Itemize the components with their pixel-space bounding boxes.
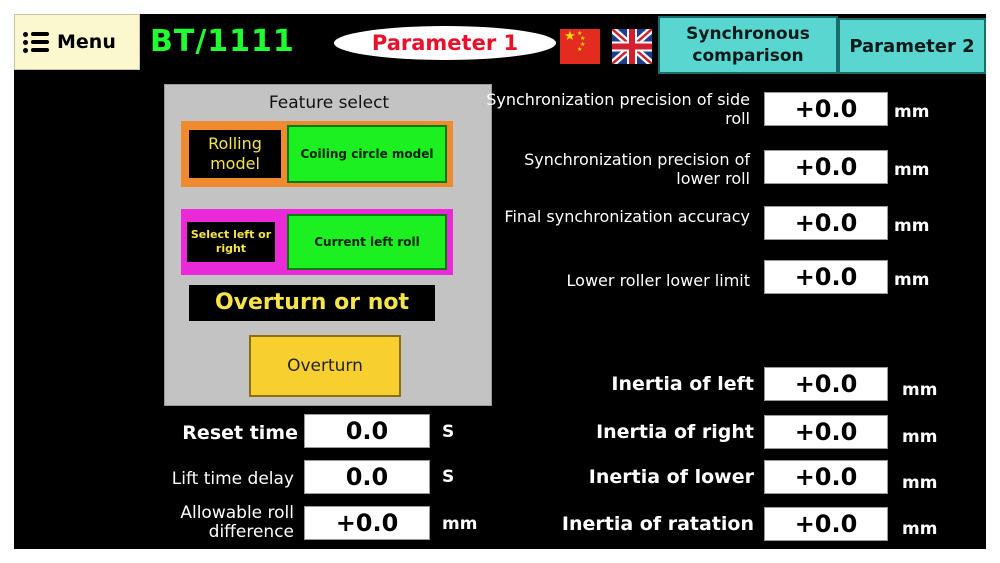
final-sync-accuracy-field[interactable]: +0.0 <box>764 206 888 240</box>
rolling-model-label: Rolling model <box>189 130 281 178</box>
inertia-rotation-label: Inertia of ratation <box>561 513 754 535</box>
feature-select-panel: Feature select Rolling model Coiling cir… <box>164 84 492 406</box>
menu-label: Menu <box>57 31 116 53</box>
inertia-left-label: Inertia of left <box>611 373 754 395</box>
reset-time-label: Reset time <box>182 422 298 444</box>
hmi-screen: Menu BT/1111 Parameter 1 ★ ★ ★ ★ ★ Synch… <box>14 14 986 549</box>
sync-lower-roll-field[interactable]: +0.0 <box>764 150 888 184</box>
overturn-label: Overturn or not <box>189 285 435 321</box>
sync-lower-roll-label: Synchronization precision of lower roll <box>524 150 750 188</box>
lower-roller-limit-unit: mm <box>894 270 930 290</box>
sync-lower-roll-unit: mm <box>894 160 930 180</box>
uk-flag-icon[interactable] <box>612 29 652 64</box>
china-flag-icon[interactable]: ★ ★ ★ ★ ★ <box>560 29 600 64</box>
lower-roller-limit-label: Lower roller lower limit <box>566 271 750 290</box>
sync-side-roll-unit: mm <box>894 102 930 122</box>
allowable-roll-diff-field[interactable]: +0.0 <box>304 506 430 540</box>
allowable-roll-diff-label: Allowable roll difference <box>180 503 294 542</box>
lift-time-delay-unit: S <box>442 467 455 487</box>
inertia-rotation-field[interactable]: +0.0 <box>764 507 888 541</box>
page-title: Parameter 1 <box>334 26 556 60</box>
sync-side-roll-field[interactable]: +0.0 <box>764 92 888 126</box>
allowable-roll-diff-unit: mm <box>442 514 478 534</box>
machine-id: BT/1111 <box>150 24 295 59</box>
rolling-model-group: Rolling model Coiling circle model <box>181 121 453 187</box>
final-sync-accuracy-label: Final synchronization accuracy <box>504 207 750 226</box>
lower-roller-limit-field[interactable]: +0.0 <box>764 260 888 294</box>
sync-side-roll-label: Synchronization precision of side roll <box>486 90 750 128</box>
inertia-lower-unit: mm <box>902 473 938 493</box>
inertia-right-field[interactable]: +0.0 <box>764 415 888 449</box>
rolling-model-button[interactable]: Coiling circle model <box>287 125 447 183</box>
inertia-right-label: Inertia of right <box>596 421 754 443</box>
inertia-lower-field[interactable]: +0.0 <box>764 460 888 494</box>
inertia-rotation-unit: mm <box>902 519 938 539</box>
left-right-group: Select left or right Current left roll <box>181 209 453 275</box>
parameter-2-button[interactable]: Parameter 2 <box>838 18 986 74</box>
final-sync-accuracy-unit: mm <box>894 216 930 236</box>
lift-time-delay-label: Lift time delay <box>171 469 294 489</box>
synchronous-comparison-button[interactable]: Synchronous comparison <box>658 16 838 74</box>
feature-select-title: Feature select <box>268 93 390 113</box>
inertia-lower-label: Inertia of lower <box>588 466 754 488</box>
inertia-left-unit: mm <box>902 380 938 400</box>
overturn-button[interactable]: Overturn <box>249 335 401 397</box>
inertia-right-unit: mm <box>902 427 938 447</box>
menu-button[interactable]: Menu <box>14 14 140 70</box>
inertia-left-field[interactable]: +0.0 <box>764 367 888 401</box>
lift-time-delay-field[interactable]: 0.0 <box>304 460 430 494</box>
reset-time-unit: S <box>442 422 455 442</box>
menu-list-icon <box>23 29 49 55</box>
reset-time-field[interactable]: 0.0 <box>304 414 430 448</box>
left-right-roll-button[interactable]: Current left roll <box>287 214 447 270</box>
select-left-right-label: Select left or right <box>187 222 275 262</box>
